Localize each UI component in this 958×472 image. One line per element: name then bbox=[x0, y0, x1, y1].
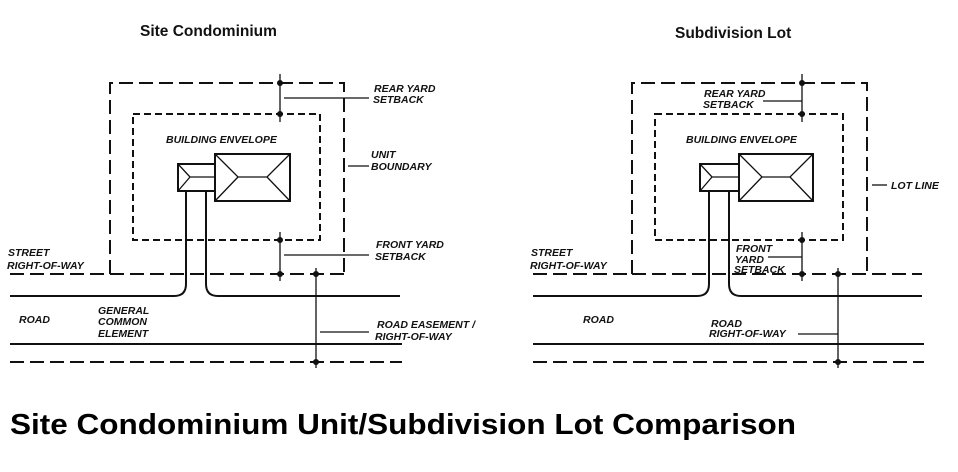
building-footprint bbox=[699, 153, 814, 202]
label-front: FRONT bbox=[736, 243, 774, 255]
label-rear-yard: REAR YARD bbox=[374, 83, 436, 95]
label-front-yard: FRONT YARD bbox=[376, 239, 444, 251]
panel-title-subdivision-lot: Subdivision Lot bbox=[675, 25, 791, 42]
label-setback: SETBACK bbox=[734, 264, 786, 276]
figure-caption: Site Condominium Unit/Subdivision Lot Co… bbox=[10, 409, 796, 441]
label-road-easement: ROAD EASEMENT / bbox=[377, 319, 476, 331]
label-building-envelope: BUILDING ENVELOPE bbox=[686, 134, 798, 146]
label-lot-line: LOT LINE bbox=[891, 180, 940, 192]
label-rear-yard: REAR YARD bbox=[704, 88, 766, 100]
label-rear-yard-setback: SETBACK bbox=[703, 99, 755, 111]
building-envelope-line bbox=[132, 113, 321, 241]
label-yard: YARD bbox=[735, 254, 764, 266]
label-front-yard-setback: SETBACK bbox=[375, 251, 427, 263]
driveway bbox=[173, 191, 219, 297]
label-general: GENERAL bbox=[98, 305, 149, 317]
front-yard-setback-dimension bbox=[277, 232, 369, 281]
label-street-right-of-way: RIGHT-OF-WAY bbox=[530, 260, 608, 272]
label-element: ELEMENT bbox=[98, 328, 150, 340]
road-easement-dimension bbox=[313, 268, 369, 368]
rear-yard-setback-dimension bbox=[763, 74, 805, 122]
driveway bbox=[696, 191, 742, 297]
label-street-right-of-way: RIGHT-OF-WAY bbox=[7, 260, 85, 272]
label-road-row: ROAD bbox=[711, 318, 742, 330]
label-rear-yard-setback: SETBACK bbox=[373, 94, 425, 106]
rear-yard-setback-dimension bbox=[277, 74, 369, 122]
label-road-right-of-way: RIGHT-OF-WAY bbox=[709, 328, 787, 340]
label-street: STREET bbox=[8, 247, 51, 259]
label-common: COMMON bbox=[98, 316, 147, 328]
subdivision-lot-panel: Subdivision Lot bbox=[530, 25, 940, 368]
label-unit-boundary: BOUNDARY bbox=[371, 161, 432, 173]
label-road-easement-right-of-way: RIGHT-OF-WAY bbox=[375, 331, 453, 343]
unit-boundary-line bbox=[109, 82, 345, 274]
panel-title-site-condominium: Site Condominium bbox=[140, 23, 277, 40]
label-street: STREET bbox=[531, 247, 574, 259]
lot-line bbox=[631, 82, 868, 274]
label-building-envelope: BUILDING ENVELOPE bbox=[166, 134, 278, 146]
building-footprint bbox=[177, 153, 291, 202]
site-condominium-panel: Site Condominium bbox=[7, 23, 476, 368]
building-envelope-line bbox=[654, 113, 844, 241]
front-yard-setback-dimension bbox=[768, 232, 805, 281]
label-unit: UNIT bbox=[371, 149, 397, 161]
label-road: ROAD bbox=[583, 314, 614, 326]
road-right-of-way-dimension bbox=[798, 268, 841, 368]
label-road: ROAD bbox=[19, 314, 50, 326]
